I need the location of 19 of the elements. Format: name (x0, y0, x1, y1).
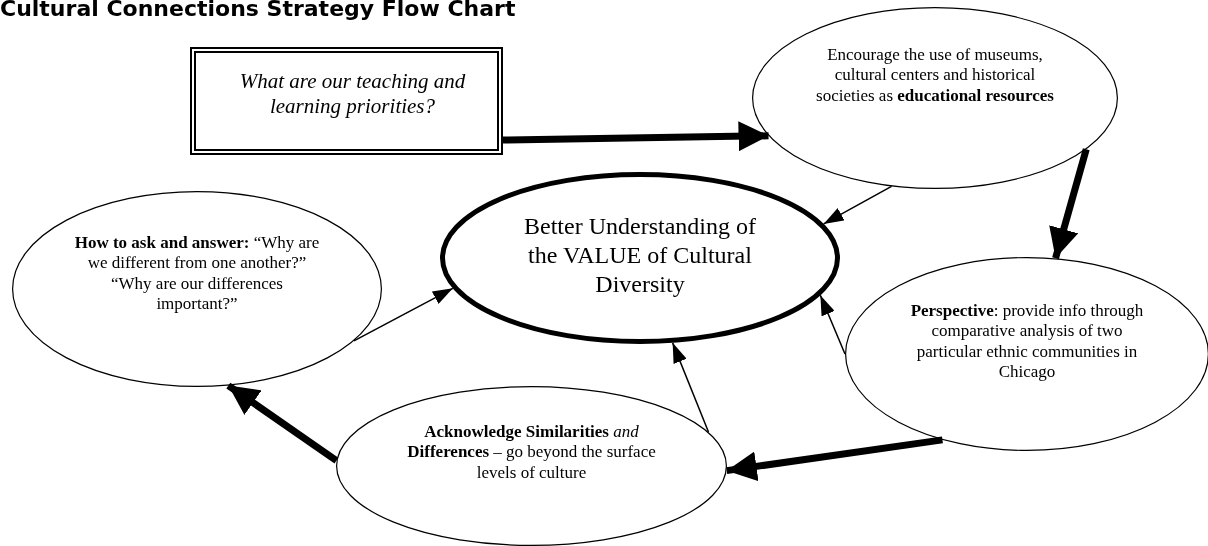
arrow (671, 342, 710, 433)
node-text: What are our teaching and learning priorities? (238, 69, 467, 120)
arrow (353, 287, 454, 342)
node-text: Acknowledge Similarities and Differences – go beyond the surface levels of culture (406, 422, 657, 484)
chart-title: Cultural Connections Strategy Flow Chart (0, 0, 516, 21)
node-text: Encourage the use of museums, cultural centers and historical societies as educational resources (815, 45, 1055, 107)
arrow (819, 294, 846, 355)
oval-node (752, 7, 1118, 189)
oval-node (336, 386, 727, 546)
arrow (226, 382, 339, 464)
arrow (822, 185, 893, 225)
arrow (1049, 148, 1090, 260)
node-text: Better Understanding of the VALUE of Cultural Diversity (523, 212, 757, 299)
arrow (726, 436, 943, 482)
oval-node (440, 172, 840, 344)
oval-node (12, 191, 382, 387)
node-text: How to ask and answer: “Why are we different from one another?” “Why are our differences important?” (73, 233, 321, 315)
double-border-box (190, 47, 503, 155)
node-text: Perspective: provide info through comparative analysis of two particular ethnic communities in Chicago (909, 301, 1145, 383)
